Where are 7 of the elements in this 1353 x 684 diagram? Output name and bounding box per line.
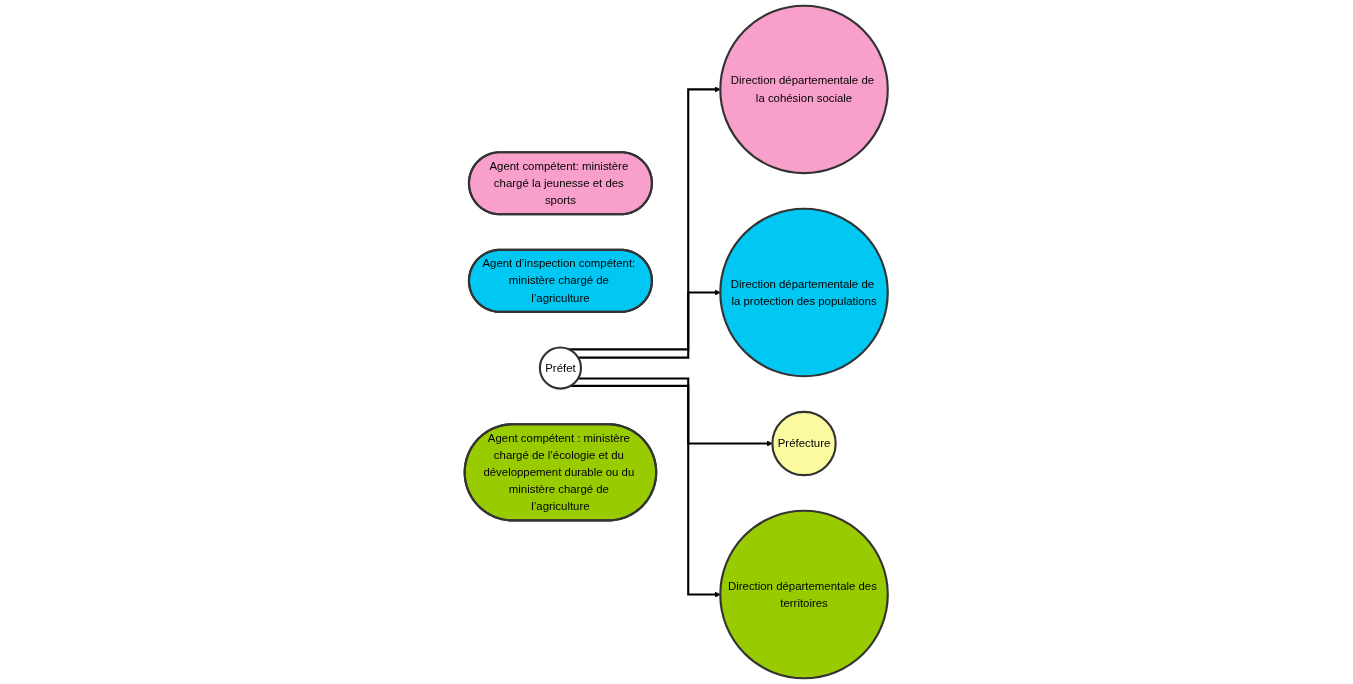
- node-circle: Préfet: [539, 346, 583, 390]
- arrow: [578, 289, 721, 359]
- arrow: [578, 377, 773, 447]
- node-circle: Direction départementale de la protection des populations: [719, 207, 890, 378]
- node-circle: Préfecture: [771, 410, 837, 477]
- node-circle: Direction départementale de la cohésion sociale: [719, 4, 890, 175]
- node-circle: Direction départementale des territoires: [719, 509, 890, 680]
